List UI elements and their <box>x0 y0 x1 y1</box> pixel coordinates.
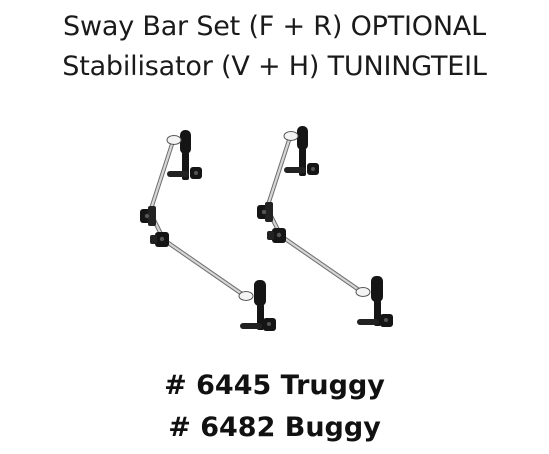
title-german: Stabilisator (V + H) TUNINGTEIL <box>62 51 487 82</box>
sway-bar-illustration <box>0 108 549 358</box>
part-number-buggy: # 6482 Buggy <box>168 412 381 443</box>
title-english: Sway Bar Set (F + R) OPTIONAL <box>63 11 486 42</box>
sway-bar-rear <box>257 126 393 327</box>
sway-bar-front <box>140 130 276 331</box>
part-number-truggy: # 6445 Truggy <box>164 370 385 401</box>
